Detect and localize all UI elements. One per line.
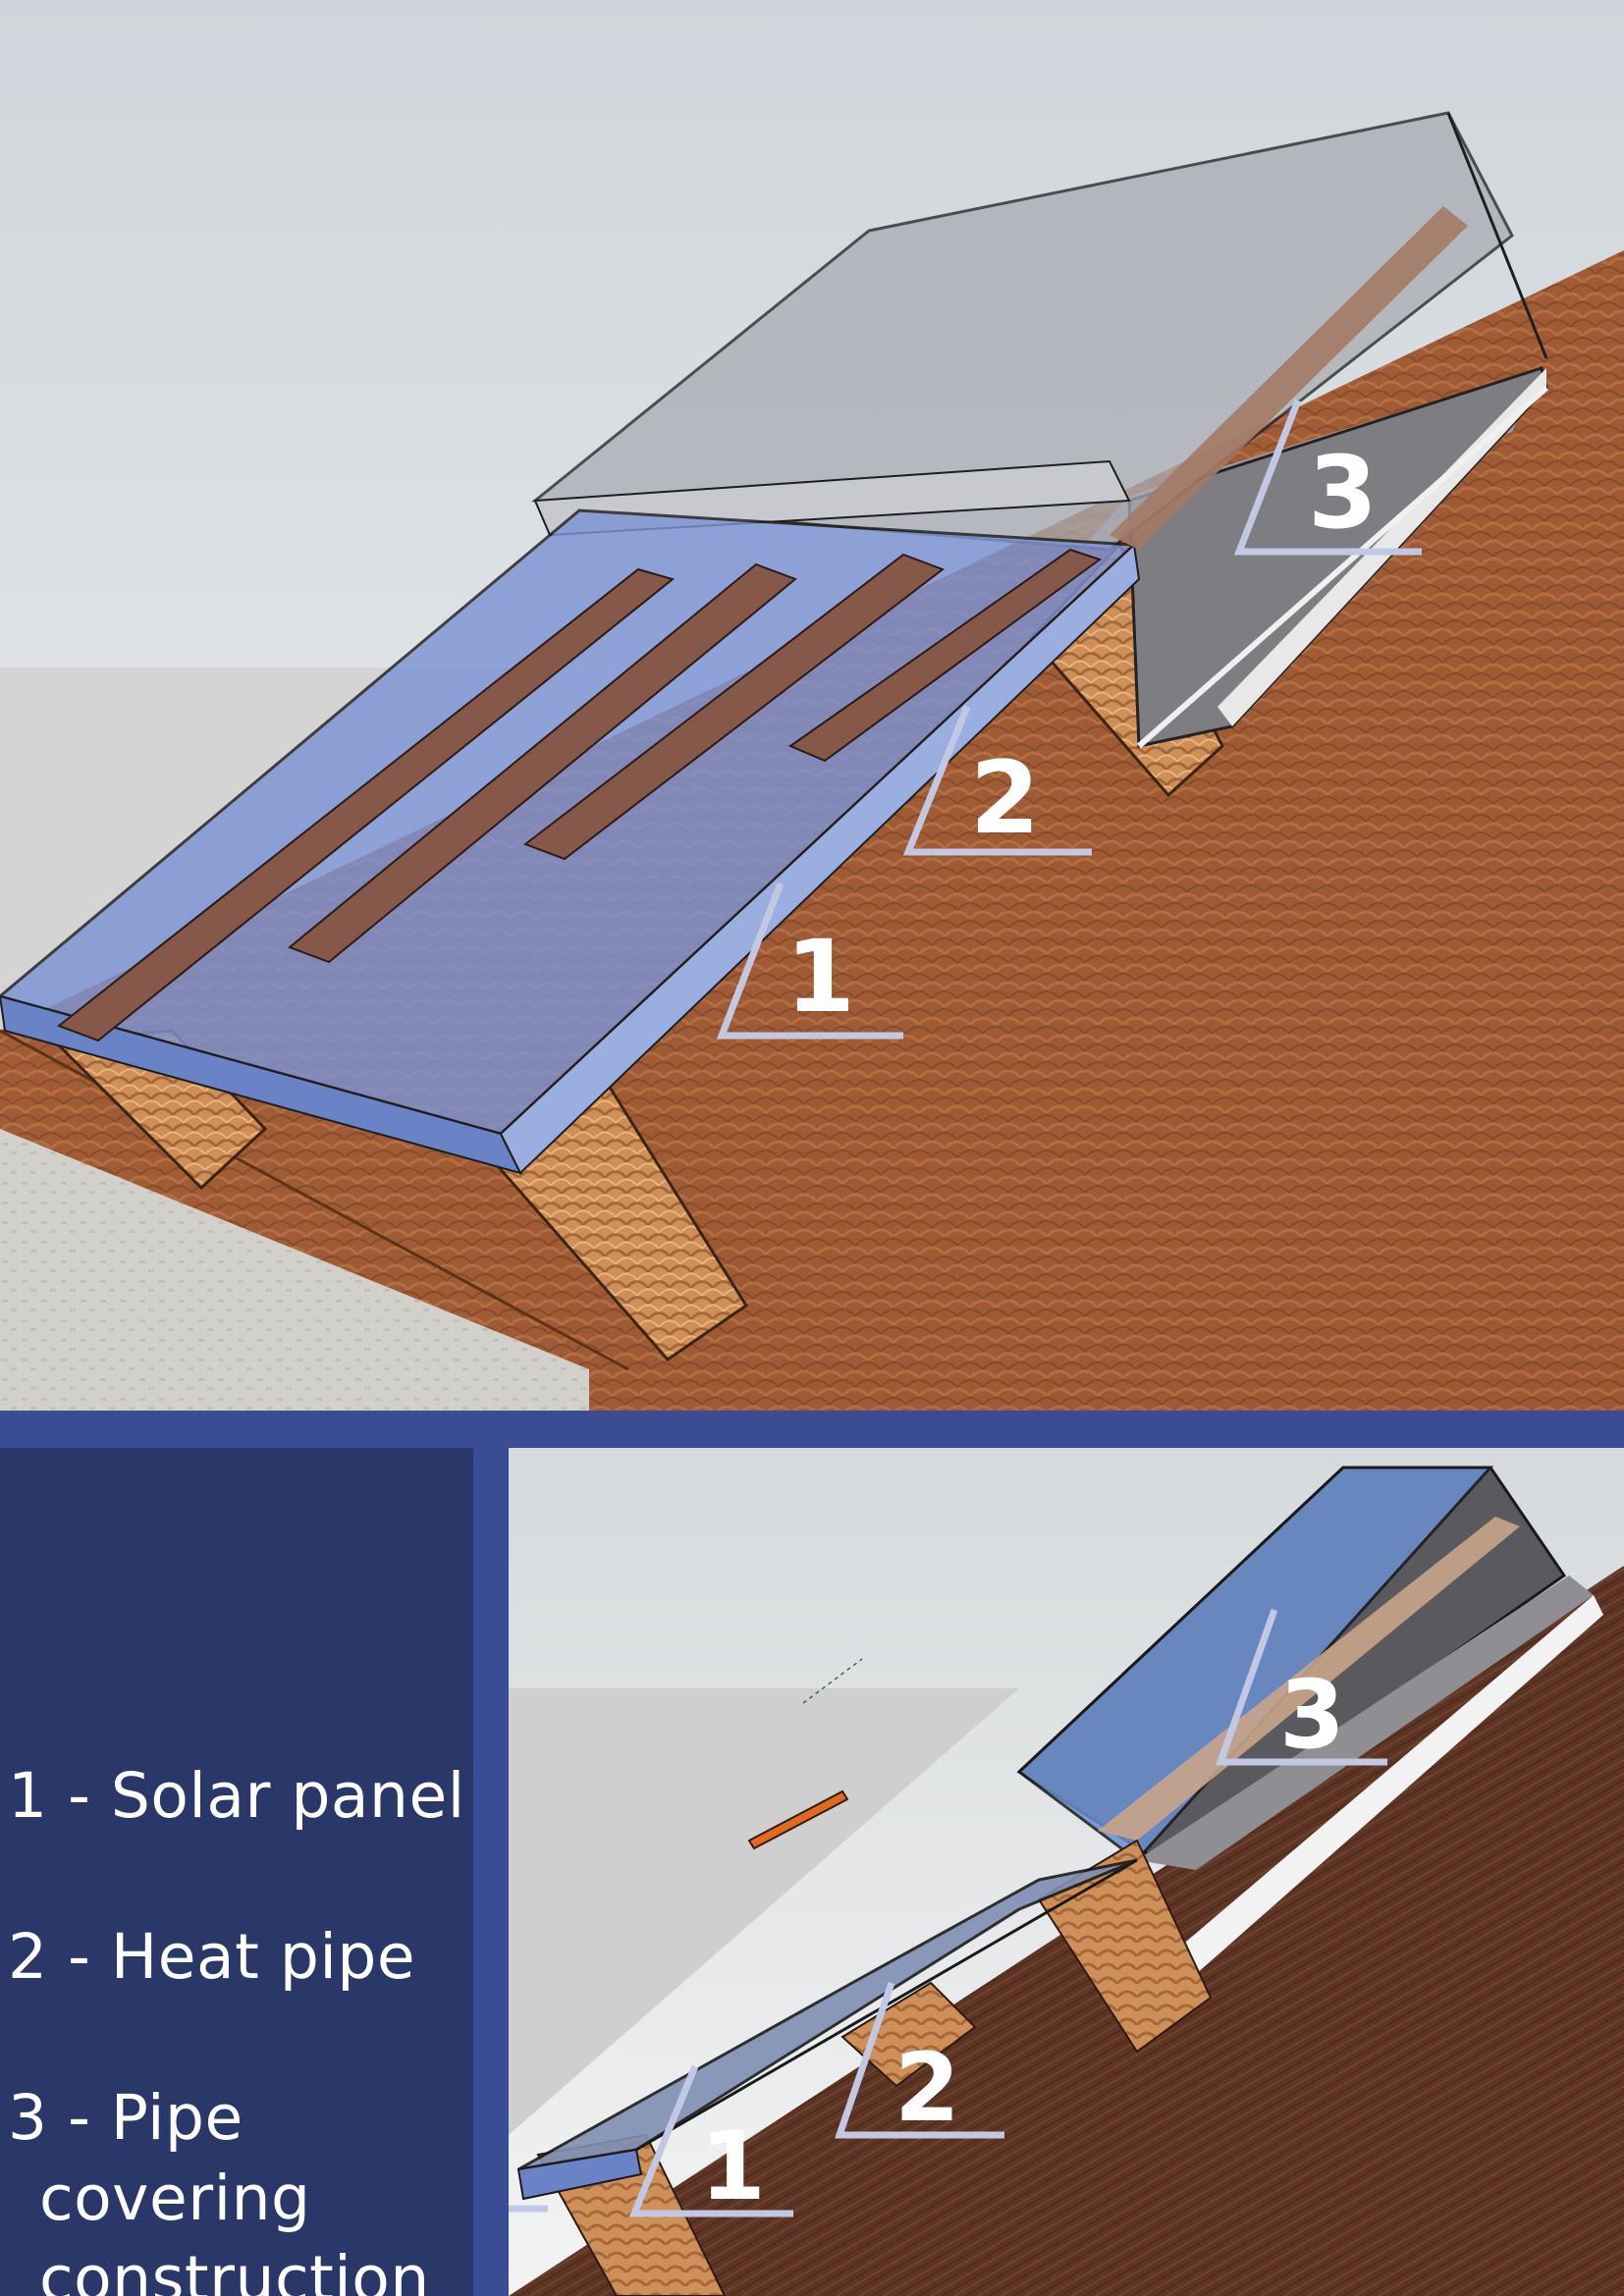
bottom-callout-2-number: 2 <box>894 2033 960 2143</box>
callout-3-number: 3 <box>1308 435 1378 552</box>
legend-list: 1 - Solar panel 2 - Heat pipe 3 - Pipe c… <box>8 1676 465 2296</box>
bottom-callout-2: 2 <box>835 1981 1004 2143</box>
legend-item-label: 2 - Heat pipe <box>8 1921 416 1993</box>
legend-item-continuation: covering construction <box>39 2163 430 2296</box>
legend-item-label: 3 - Pipe <box>8 2082 244 2154</box>
bottom-render-svg: 1 2 3 <box>509 1448 1624 2296</box>
callout-3: 3 <box>1233 399 1422 556</box>
top-render-view: 1 2 3 <box>0 0 1624 1411</box>
bottom-callout-3: 3 <box>1216 1608 1387 1770</box>
legend-item-heat-pipe: 2 - Heat pipe <box>8 1837 465 1998</box>
bottom-callout-3-number: 3 <box>1279 1660 1345 1770</box>
bottom-callout-1-number: 1 <box>700 2111 766 2221</box>
legend-item-label: 1 - Solar panel <box>8 1760 465 1832</box>
callout-1-number: 1 <box>785 919 855 1036</box>
callout-2-number: 2 <box>970 740 1040 857</box>
callout-1: 1 <box>716 881 903 1040</box>
callout-2: 2 <box>902 705 1092 857</box>
legend-item-pipe-covering: 3 - Pipe covering construction <box>8 1998 465 2296</box>
top-render-svg: 1 2 3 <box>0 0 1624 1411</box>
bottom-render-view: 1 2 3 <box>509 1448 1624 2296</box>
legend-panel: 1 - Solar panel 2 - Heat pipe 3 - Pipe c… <box>0 1448 473 2296</box>
bottom-callout-1-group: 1 <box>628 2064 793 2221</box>
legend-item-solar-panel: 1 - Solar panel <box>8 1676 465 1837</box>
